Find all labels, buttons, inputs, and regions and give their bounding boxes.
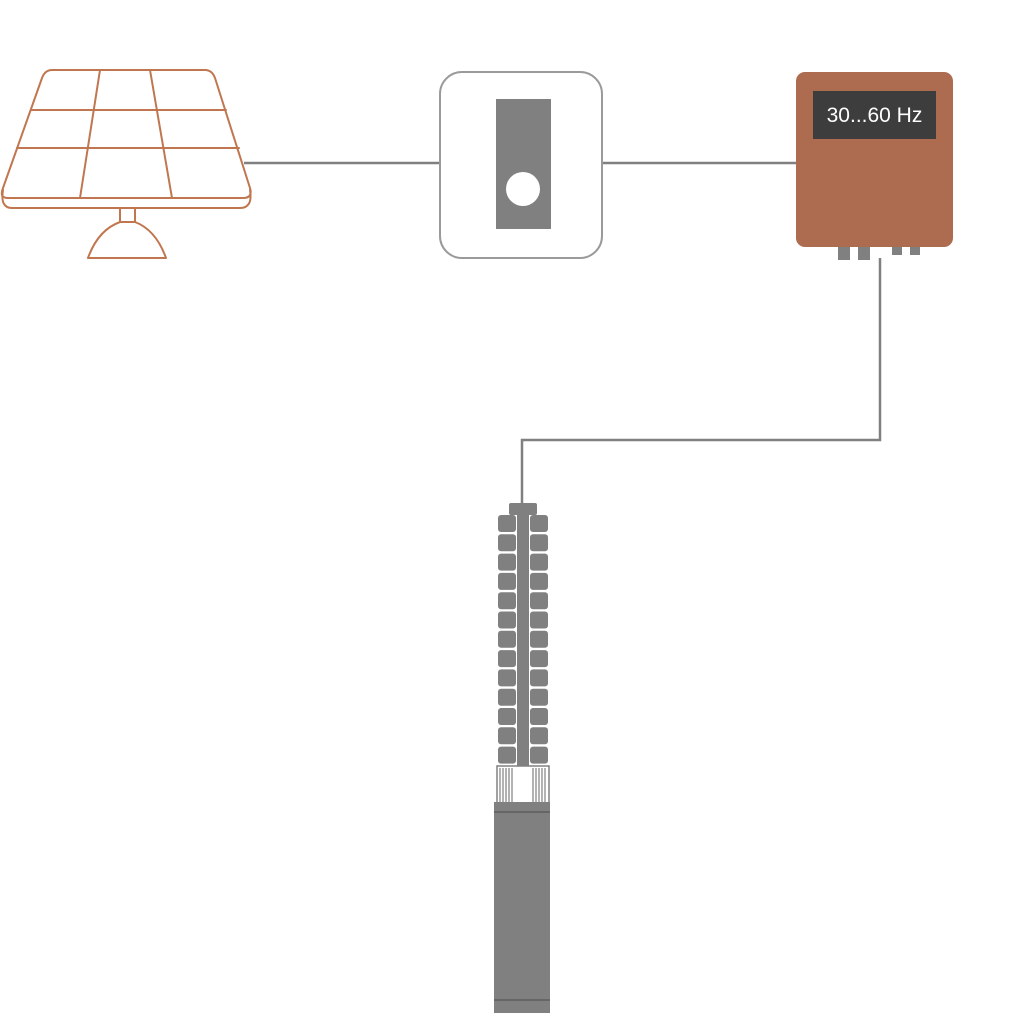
pump-stage-segment [498, 708, 516, 725]
pump-stage-segment [530, 708, 548, 725]
controller-display-text: 30...60 Hz [827, 104, 923, 127]
pump-stages [498, 515, 548, 764]
solar-panel-grid-line [149, 69, 173, 199]
pump-stage-segment [498, 650, 516, 668]
solar-panel-base [87, 221, 167, 259]
pump-stage-segment [498, 515, 516, 532]
pump-stage-segment [530, 727, 548, 745]
solar-panel-icon [0, 69, 252, 259]
wiring [244, 161, 882, 505]
pump-stage-segment [498, 534, 516, 552]
pump-stage-segment [530, 572, 548, 590]
pump-stage-segment [530, 630, 548, 648]
pump-stage-segment [498, 553, 516, 571]
pump-stage-segment [498, 630, 516, 648]
pump-cap [509, 503, 537, 515]
pump-stage-segment [530, 746, 548, 764]
pump-motor [494, 802, 550, 1013]
pump-intake [496, 765, 550, 805]
pump-stage-segment [498, 688, 516, 706]
pump-stage-segment [530, 592, 548, 610]
controller-terminal [892, 247, 902, 255]
pump-stage-segment [530, 650, 548, 668]
pump-shaft [517, 513, 529, 808]
controller-terminal [910, 247, 920, 255]
switch-body [496, 99, 551, 229]
pump-stage-segment [530, 611, 548, 629]
pump-stage-segment [498, 669, 516, 687]
pump-stage-segment [498, 592, 516, 610]
pump-stage-segment [498, 572, 516, 590]
pump-intake-slats [499, 768, 546, 802]
pump-stage-segment [530, 515, 548, 532]
solar-panel-edge [1, 189, 252, 209]
pump-stage-segment [498, 611, 516, 629]
controller-terminal [858, 247, 870, 260]
pump-stage-segment [530, 669, 548, 687]
controller-display [813, 91, 936, 139]
pump-stage-segment [498, 727, 516, 745]
switch-knob [506, 172, 540, 206]
submersible-pump-icon [494, 503, 550, 1013]
solar-panel-grid-line [79, 69, 101, 199]
switch-icon [439, 71, 603, 259]
pump-stage-segment [530, 553, 548, 571]
pump-stage-segment [530, 688, 548, 706]
controller-terminal [838, 247, 850, 260]
solar-panel-frame [0, 69, 252, 199]
wire-controller-to-pump [520, 258, 882, 505]
pump-stage-segment [530, 534, 548, 552]
pump-controller-icon: 30...60 Hz [796, 72, 953, 260]
pump-stage-segment [498, 746, 516, 764]
